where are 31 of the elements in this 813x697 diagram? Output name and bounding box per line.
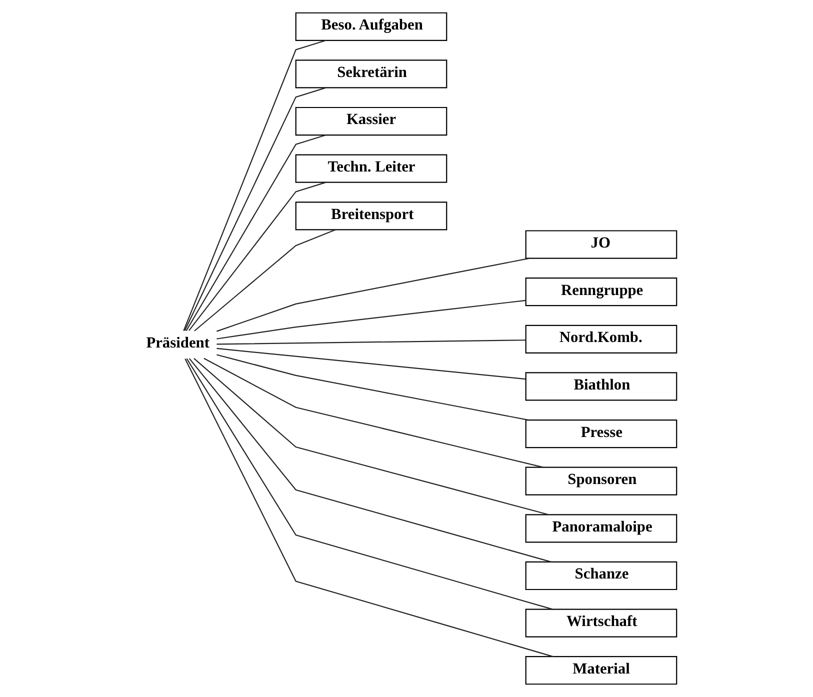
node-text: Präsident bbox=[146, 334, 209, 352]
connector bbox=[184, 87, 326, 331]
connector bbox=[216, 340, 526, 345]
connector bbox=[188, 182, 326, 331]
connector bbox=[186, 358, 552, 610]
node-box: JO bbox=[524, 230, 677, 259]
connector bbox=[216, 258, 530, 332]
node-box: Presse bbox=[524, 419, 677, 448]
node-box: Sekretärin bbox=[294, 60, 447, 88]
connector bbox=[188, 358, 551, 562]
node-box: Techn. Leiter bbox=[294, 154, 447, 183]
node-box: Renngruppe bbox=[524, 278, 677, 306]
connector bbox=[185, 134, 326, 332]
node-box: Kassier bbox=[294, 106, 447, 136]
connector bbox=[203, 358, 543, 468]
connector bbox=[216, 348, 526, 380]
node-box: Nord.Komb. bbox=[524, 324, 677, 354]
node-box: Sponsoren bbox=[524, 466, 677, 496]
node-box: Biathlon bbox=[524, 372, 677, 401]
node-box: Beso. Aufgaben bbox=[294, 12, 447, 41]
connector bbox=[193, 358, 548, 516]
connector bbox=[194, 229, 336, 332]
connector bbox=[184, 358, 553, 658]
node-box: Schanze bbox=[524, 561, 677, 590]
node-box: Material bbox=[524, 656, 677, 685]
node-box: Breitensport bbox=[294, 202, 447, 230]
connector bbox=[216, 300, 526, 340]
node-box: Wirtschaft bbox=[524, 608, 677, 638]
node-box: Panoramaloipe bbox=[524, 514, 677, 543]
connector bbox=[216, 354, 528, 420]
connector bbox=[182, 40, 326, 332]
